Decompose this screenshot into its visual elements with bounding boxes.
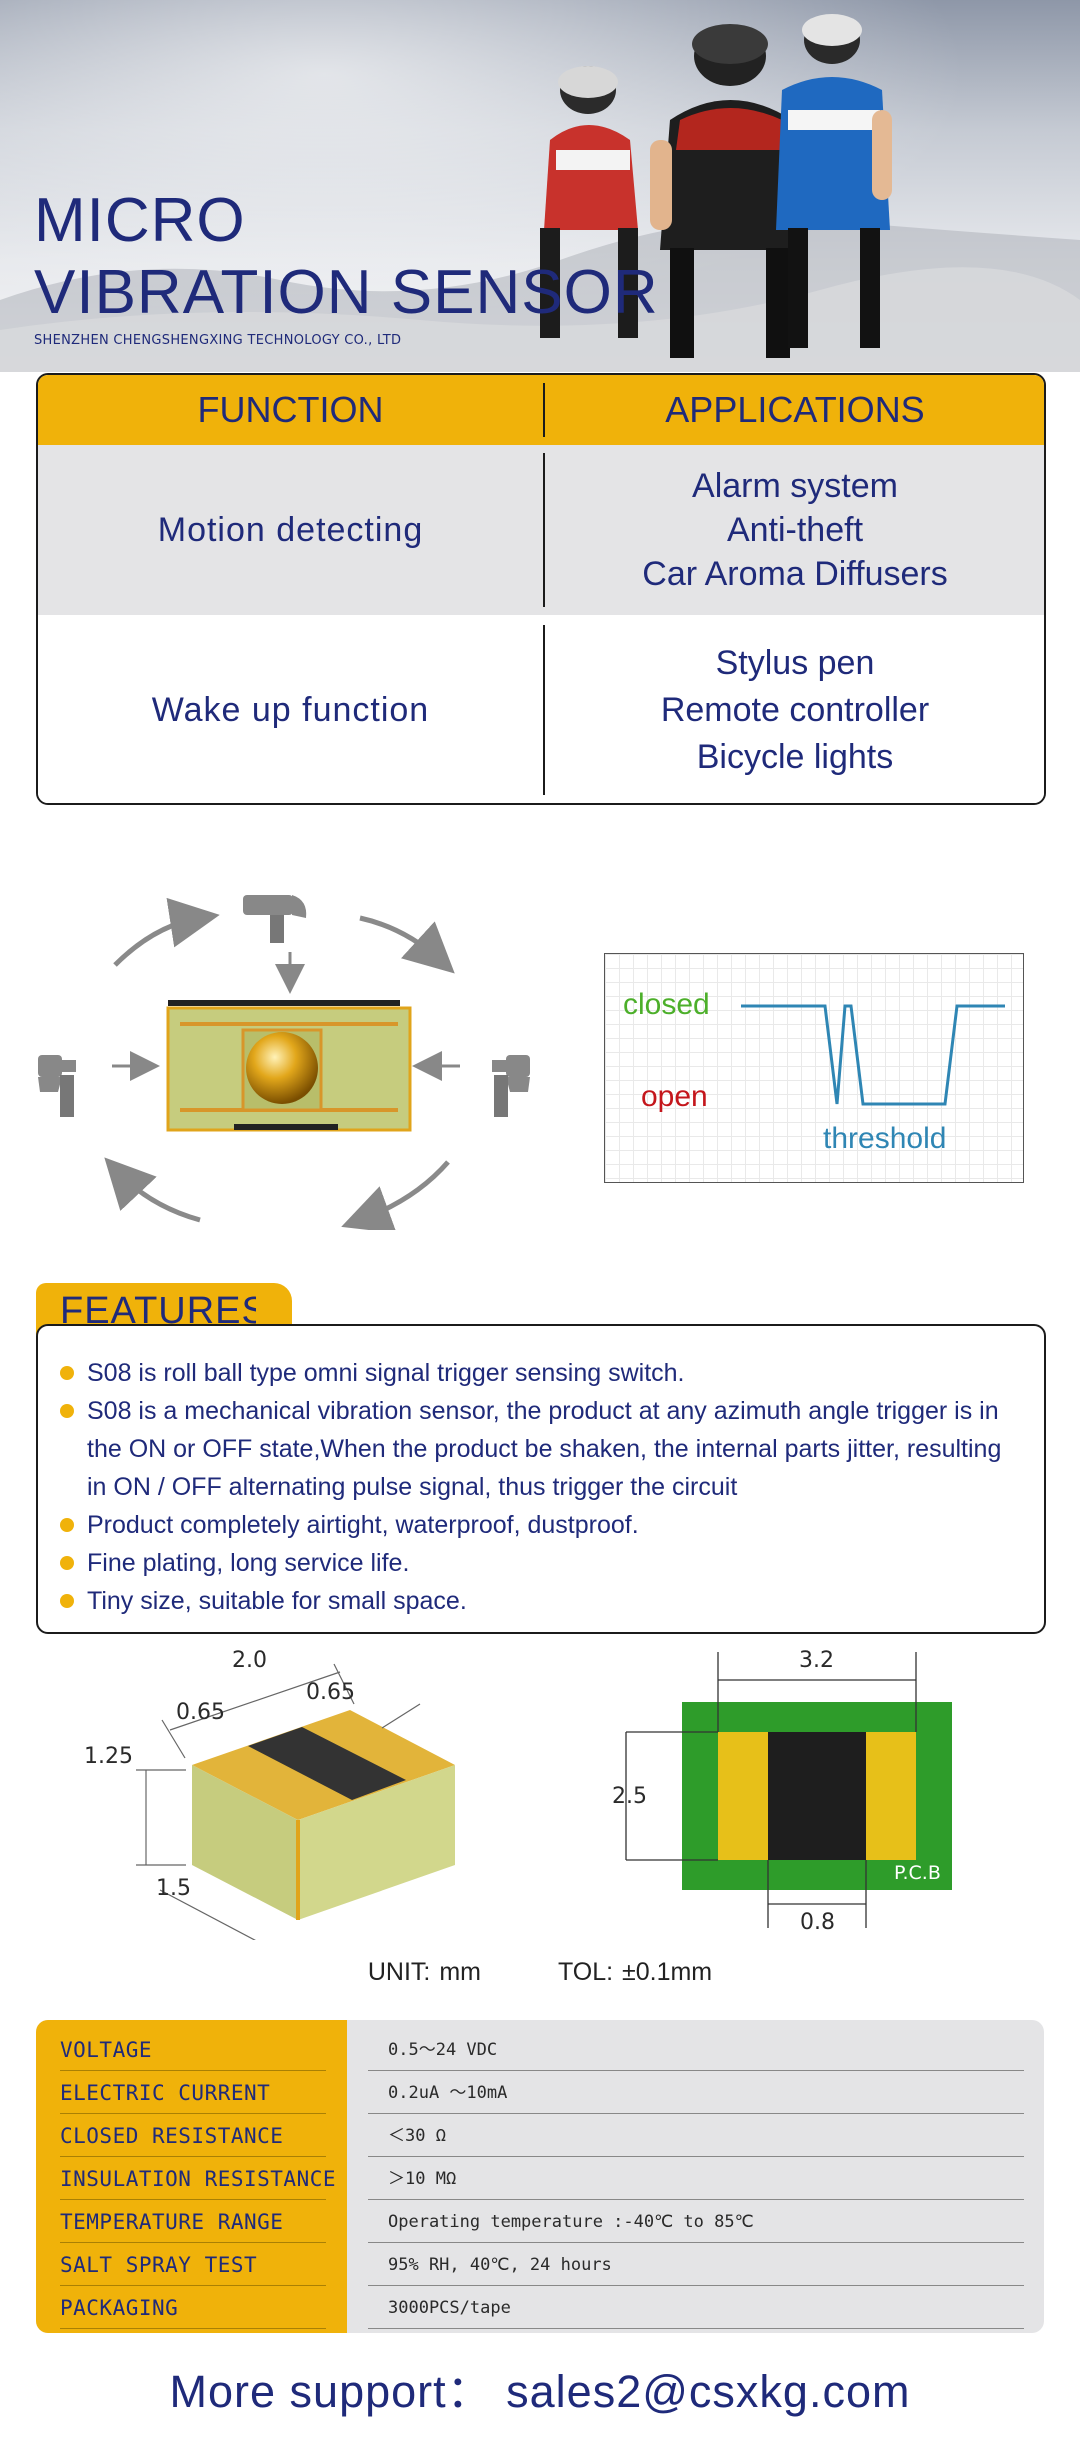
- waveform-line: [741, 1004, 1005, 1106]
- hammer-top-icon: [243, 895, 307, 994]
- application-item: Anti-theft: [726, 511, 864, 549]
- spec-key: SALT SPRAY TEST: [60, 2253, 258, 2277]
- support-contact: More support： sales2@csxkg.com: [169, 2366, 911, 2417]
- table-row: PACKAGING 3000PCS/tape: [36, 2286, 1044, 2329]
- company-name: SHENZHEN CHENGSHENGXING TECHNOLOGY CO., …: [34, 333, 402, 348]
- spec-value: Operating temperature :-40℃ to 85℃: [388, 2212, 754, 2232]
- feature-text: Fine plating, long service life.: [87, 1549, 410, 1577]
- bullet-icon: [60, 1594, 74, 1608]
- application-item: Car Aroma Diffusers: [642, 555, 948, 593]
- hammer-right-icon: [412, 1051, 530, 1117]
- spec-key: PACKAGING: [60, 2296, 179, 2320]
- bullet-icon: [60, 1556, 74, 1570]
- unit-text: UNIT: mm: [367, 1958, 481, 1986]
- function-cell: Wake up function: [151, 690, 430, 729]
- feature-text: Product completely airtight, waterproof,…: [87, 1511, 639, 1539]
- spec-key: VOLTAGE: [60, 2038, 153, 2062]
- spec-value: 0.5～24 VDC: [388, 2040, 498, 2060]
- closed-label: closed: [623, 988, 710, 1021]
- table-row: Motion detecting Alarm system Anti-theft…: [38, 445, 1044, 615]
- application-item: Bicycle lights: [696, 737, 894, 776]
- hero-title-line2: VIBRATION SENSOR: [34, 258, 659, 327]
- application-item: Alarm system: [692, 467, 898, 505]
- list-item: Product completely airtight, waterproof,…: [60, 1506, 1022, 1544]
- specification-table: VOLTAGE 0.5～24 VDC ELECTRIC CURRENT 0.2u…: [36, 2020, 1044, 2333]
- pcb-label: P.C.B: [894, 1862, 941, 1884]
- header-divider: [543, 383, 545, 437]
- spec-value: 95% RH, 40℃, 24 hours: [388, 2255, 612, 2275]
- spec-key: CLOSED RESISTANCE: [60, 2124, 284, 2148]
- bullet-icon: [60, 1404, 74, 1418]
- row-divider: [543, 625, 545, 795]
- bullet-icon: [60, 1366, 74, 1380]
- bullet-icon: [60, 1518, 74, 1532]
- spec-value: ＜30 Ω: [388, 2126, 446, 2146]
- spec-key: INSULATION RESISTANCE: [60, 2167, 337, 2191]
- row-divider: [543, 453, 545, 607]
- hero-title: MICRO VIBRATION SENSOR: [34, 185, 659, 329]
- hero-title-line1: MICRO: [34, 186, 246, 255]
- roll-ball: [246, 1032, 318, 1104]
- applications-cell: Alarm system Anti-theft Car Aroma Diffus…: [545, 445, 1044, 615]
- hammer-left-icon: [38, 1051, 160, 1117]
- cyclists-illustration: [540, 14, 892, 358]
- application-item: Stylus pen: [715, 643, 875, 682]
- component-dimension-drawing: 2.0 0.65 0.65 1.25 1.5: [84, 1648, 490, 1940]
- table-row: CLOSED RESISTANCE ＜30 Ω: [36, 2114, 1044, 2157]
- spec-key: TEMPERATURE RANGE: [60, 2210, 284, 2234]
- function-applications-table: FUNCTION APPLICATIONS Motion detecting A…: [36, 373, 1046, 805]
- rotation-arrows: [104, 897, 455, 1230]
- table-row: SALT SPRAY TEST 95% RH, 40℃, 24 hours: [36, 2243, 1044, 2286]
- tolerance-text: TOL: ±0.1mm: [557, 1958, 713, 1986]
- open-label: open: [641, 1080, 708, 1113]
- function-cell: Motion detecting: [157, 510, 424, 549]
- threshold-label: threshold: [823, 1122, 947, 1155]
- sensor-cross-section: [166, 1000, 412, 1132]
- table-row: Wake up function Stylus pen Remote contr…: [38, 615, 1044, 803]
- sensor-shake-diagram: [38, 895, 530, 1230]
- spec-value: ＞10 MΩ: [388, 2169, 457, 2189]
- hero-banner: MICRO VIBRATION SENSOR SHENZHEN CHENGSHE…: [0, 0, 1080, 372]
- features-list: S08 is roll ball type omni signal trigge…: [36, 1324, 1046, 1634]
- table-header: FUNCTION APPLICATIONS: [38, 375, 1044, 445]
- table-row: VOLTAGE 0.5～24 VDC: [36, 2028, 1044, 2071]
- header-applications: APPLICATIONS: [665, 389, 925, 430]
- switching-waveform: closed open threshold: [604, 953, 1024, 1183]
- feature-text: Tiny size, suitable for small space.: [87, 1587, 467, 1615]
- dim-length: 2.0: [232, 1648, 267, 1673]
- dim-height: 1.25: [84, 1744, 133, 1769]
- dim-pcb-width: 3.2: [799, 1648, 834, 1673]
- dim-pad-left: 0.65: [176, 1700, 225, 1725]
- list-item: Tiny size, suitable for small space.: [60, 1582, 1022, 1620]
- application-item: Remote controller: [660, 690, 930, 729]
- feature-text: S08 is a mechanical vibration sensor, th…: [87, 1397, 1002, 1501]
- list-item: S08 is roll ball type omni signal trigge…: [60, 1354, 1022, 1392]
- feature-text: S08 is roll ball type omni signal trigge…: [87, 1359, 685, 1387]
- spec-key-column: [36, 2020, 347, 2333]
- component-3d-drawing: [136, 1663, 455, 1940]
- spec-key: ELECTRIC CURRENT: [60, 2081, 271, 2105]
- dim-pad-right: 0.65: [306, 1680, 355, 1705]
- applications-cell: Stylus pen Remote controller Bicycle lig…: [545, 615, 1044, 803]
- table-row: TEMPERATURE RANGE Operating temperature …: [36, 2200, 1044, 2243]
- spec-value: 0.2uA ～10mA: [388, 2083, 508, 2103]
- dim-pcb-gap: 0.8: [800, 1910, 835, 1935]
- dim-pcb-height: 2.5: [612, 1784, 647, 1809]
- table-row: ELECTRIC CURRENT 0.2uA ～10mA: [36, 2071, 1044, 2114]
- dim-width: 1.5: [156, 1876, 191, 1901]
- pcb-footprint-drawing: 3.2 2.5 0.8 P.C.B: [600, 1640, 970, 1950]
- pcb-footprint: [625, 1652, 952, 1928]
- spec-value: 3000PCS/tape: [388, 2298, 511, 2318]
- header-function: FUNCTION: [197, 389, 384, 430]
- list-item: S08 is a mechanical vibration sensor, th…: [60, 1392, 1022, 1506]
- table-row: INSULATION RESISTANCE ＞10 MΩ: [36, 2157, 1044, 2200]
- unit-tolerance-line: UNIT: mm TOL: ±0.1mm: [0, 1958, 1080, 1987]
- list-item: Fine plating, long service life.: [60, 1544, 1022, 1582]
